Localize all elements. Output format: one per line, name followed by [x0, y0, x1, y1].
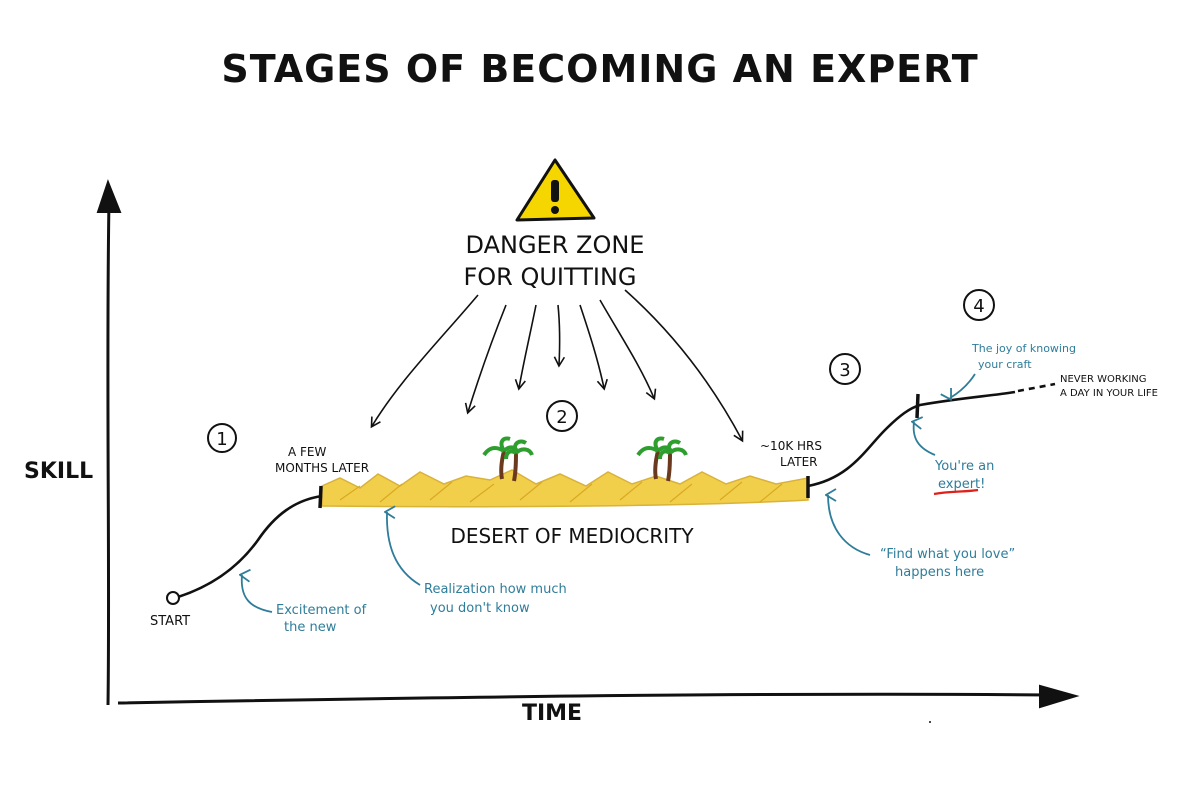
diagram-title: STAGES OF BECOMING AN EXPERT: [221, 47, 978, 91]
annotation-arrows: [242, 373, 976, 613]
desert-label: DESERT OF MEDIOCRITY: [450, 524, 694, 548]
danger-arrow: [599, 299, 657, 401]
note-find-love-line1: “Find what you love”: [880, 547, 1015, 562]
note-expert-line1: You're an: [934, 459, 994, 474]
few-months-label-line2: MONTHS LATER: [275, 461, 369, 475]
ten-k-label-line1: ~10K HRS: [760, 439, 822, 453]
stage-4-number: 4: [973, 296, 984, 317]
x-axis-label: TIME: [522, 701, 582, 726]
warning-triangle-icon: [515, 158, 596, 222]
danger-zone-line2: FOR QUITTING: [463, 263, 636, 291]
skill-curve: [177, 382, 1056, 599]
y-axis-arrowhead: [96, 179, 122, 213]
never-working-label-line2: A DAY IN YOUR LIFE: [1060, 388, 1158, 399]
y-axis-label: SKILL: [24, 459, 93, 484]
stage-1-number: 1: [216, 429, 227, 450]
danger-arrow: [579, 304, 608, 391]
stage-3-marker: 3: [829, 353, 861, 385]
stage-1-marker: 1: [207, 423, 237, 453]
arrow-find-love: [828, 495, 871, 556]
never-working-label-line1: NEVER WORKING: [1060, 374, 1147, 385]
expert-underline: [933, 488, 979, 496]
stage-3-number: 3: [839, 360, 850, 381]
ten-k-label-line2: LATER: [780, 455, 818, 469]
few-months-label-line1: A FEW: [288, 445, 327, 459]
arrow-excitement: [242, 575, 273, 613]
palm-tree-icon: [482, 436, 534, 482]
start-point: [166, 591, 180, 605]
arrow-realization: [387, 512, 421, 586]
stage-2-marker: 2: [546, 400, 578, 432]
danger-arrows: [370, 289, 744, 443]
x-axis: [117, 684, 1080, 709]
danger-arrow: [514, 304, 537, 391]
desert-of-mediocrity: [321, 469, 809, 508]
curve-tick-marks: [318, 393, 920, 509]
note-realization-line1: Realization how much: [424, 582, 567, 597]
stage-2-number: 2: [556, 407, 567, 428]
start-label: START: [150, 614, 190, 629]
danger-arrow: [370, 294, 479, 429]
arrow-joy: [950, 373, 976, 398]
note-excitement-line2: the new: [284, 620, 337, 635]
tick-expert: [915, 393, 920, 419]
note-excitement-line1: Excitement of: [276, 603, 367, 618]
stage-4-marker: 4: [963, 289, 995, 321]
tick-few-months: [318, 485, 323, 509]
danger-arrow: [464, 304, 507, 415]
note-realization-line2: you don't know: [430, 601, 530, 616]
stray-dot: [929, 721, 931, 723]
note-expert-line2: expert!: [938, 477, 985, 492]
danger-zone-line1: DANGER ZONE: [466, 231, 645, 259]
palm-tree-icon: [636, 436, 688, 482]
y-axis: [96, 179, 122, 706]
danger-arrow: [553, 304, 566, 368]
arrow-expert: [914, 422, 936, 456]
note-joy-line2: your craft: [978, 358, 1032, 371]
note-find-love-line2: happens here: [895, 565, 984, 580]
danger-arrow: [624, 289, 744, 443]
note-joy-line1: The joy of knowing: [971, 342, 1076, 355]
x-axis-arrowhead: [1039, 684, 1080, 709]
